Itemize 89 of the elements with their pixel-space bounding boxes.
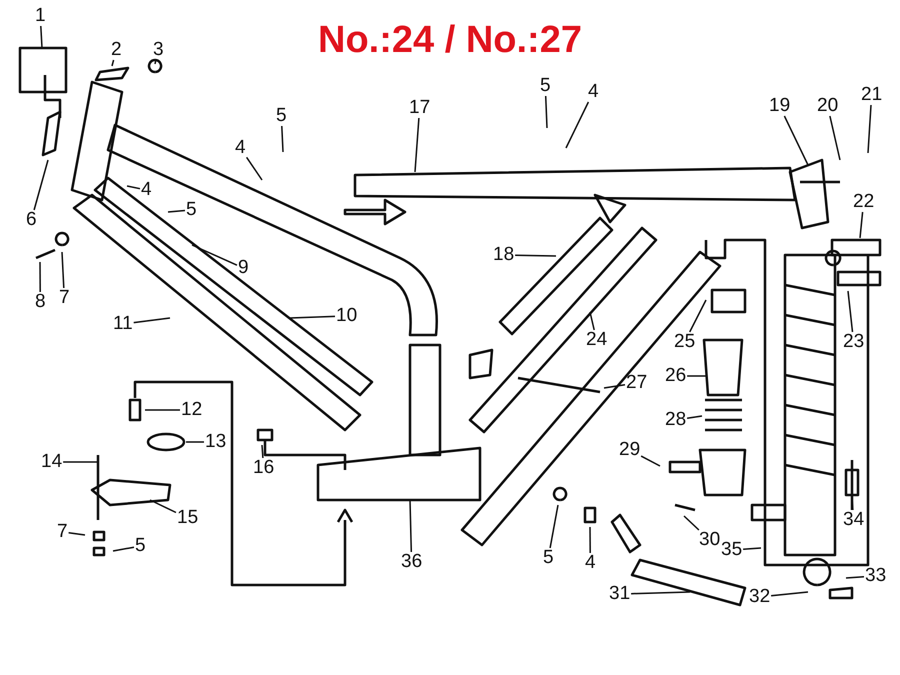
callout-number: 16 — [252, 458, 276, 478]
leader-line — [154, 60, 157, 64]
leader-line — [290, 316, 336, 319]
leader-line — [261, 444, 264, 458]
callout-number: 10 — [335, 306, 358, 326]
leader-line — [192, 244, 238, 266]
callout-number: 5 — [539, 76, 552, 96]
leader-line — [150, 499, 176, 514]
leader-line — [68, 532, 86, 536]
callout-number: 11 — [112, 314, 134, 334]
callout-number: 18 — [492, 245, 516, 265]
leader-line — [544, 96, 548, 128]
callout-number: 12 — [180, 400, 204, 420]
callout-number: 15 — [176, 508, 200, 528]
leader-line — [145, 409, 180, 411]
leader-line — [168, 210, 186, 213]
callout-number: 28 — [664, 410, 688, 430]
leader-line — [246, 156, 263, 180]
leader-line — [631, 591, 690, 594]
leader-line — [683, 515, 700, 531]
leader-line — [515, 254, 556, 257]
callout-number: 32 — [748, 587, 772, 607]
callout-number: 5 — [275, 106, 288, 126]
callout-number: 6 — [25, 210, 38, 230]
leader-line — [39, 262, 41, 292]
callout-number: 34 — [842, 510, 866, 530]
callout-number: 13 — [204, 432, 228, 452]
callout-number: 5 — [542, 548, 555, 568]
leader-line — [689, 300, 707, 332]
leader-line — [859, 212, 864, 238]
leader-line — [134, 317, 170, 324]
callout-number: 4 — [140, 180, 153, 200]
leader-line — [846, 576, 864, 579]
callout-number: 14 — [40, 452, 64, 472]
callout-number: 23 — [842, 332, 866, 352]
callout-number: 2 — [110, 40, 123, 60]
leader-line — [784, 116, 809, 166]
callout-number: 5 — [134, 536, 147, 556]
callout-number: 7 — [58, 288, 71, 308]
leader-line — [640, 455, 660, 467]
callout-number: 4 — [587, 82, 600, 102]
leader-line — [565, 102, 590, 148]
callout-number: 4 — [584, 553, 597, 573]
callout-number: 9 — [237, 258, 250, 278]
callout-number: 30 — [698, 530, 722, 550]
leader-line — [687, 375, 706, 377]
callout-number: 35 — [720, 540, 744, 560]
leader-line — [867, 104, 872, 154]
callout-number: 22 — [852, 192, 876, 212]
leader-line — [604, 384, 626, 389]
callout-number: 5 — [185, 200, 198, 220]
callout-number: 21 — [860, 85, 884, 105]
leader-line — [281, 126, 284, 152]
diagram-title: No.:24 / No.:27 — [318, 19, 582, 61]
leader-line — [63, 461, 97, 463]
leader-line — [847, 290, 854, 332]
leader-line — [589, 527, 591, 553]
leader-line — [409, 500, 412, 552]
callout-number: 4 — [234, 138, 247, 158]
callout-number: 1 — [34, 6, 47, 26]
leader-line — [112, 546, 134, 552]
leader-line — [829, 116, 841, 160]
callout-number: 25 — [673, 332, 696, 352]
callout-number: 27 — [625, 373, 648, 393]
leader-line — [126, 185, 140, 190]
leader-line — [40, 26, 43, 48]
leader-line — [687, 415, 702, 419]
callout-number: 19 — [768, 96, 792, 116]
leader-line — [589, 312, 595, 330]
callout-number: 17 — [408, 98, 432, 118]
leader-line — [414, 118, 420, 172]
leader-line — [33, 160, 49, 210]
leader-line — [743, 547, 762, 550]
callout-number: 3 — [152, 40, 165, 60]
leader-line — [111, 60, 114, 66]
callout-number: 29 — [618, 440, 642, 460]
leader-line — [549, 504, 559, 548]
leader-line — [851, 496, 854, 510]
callout-number: 31 — [608, 584, 632, 604]
leader-line — [771, 591, 808, 597]
callout-number: 7 — [56, 522, 69, 542]
callout-number: 26 — [664, 366, 688, 386]
leader-line — [61, 252, 65, 288]
callout-number: 33 — [864, 566, 888, 586]
callout-number: 24 — [585, 330, 608, 350]
callout-number: 8 — [34, 292, 47, 312]
callout-number: 36 — [400, 552, 424, 572]
leader-line — [186, 441, 204, 443]
callout-number: 20 — [816, 96, 840, 116]
